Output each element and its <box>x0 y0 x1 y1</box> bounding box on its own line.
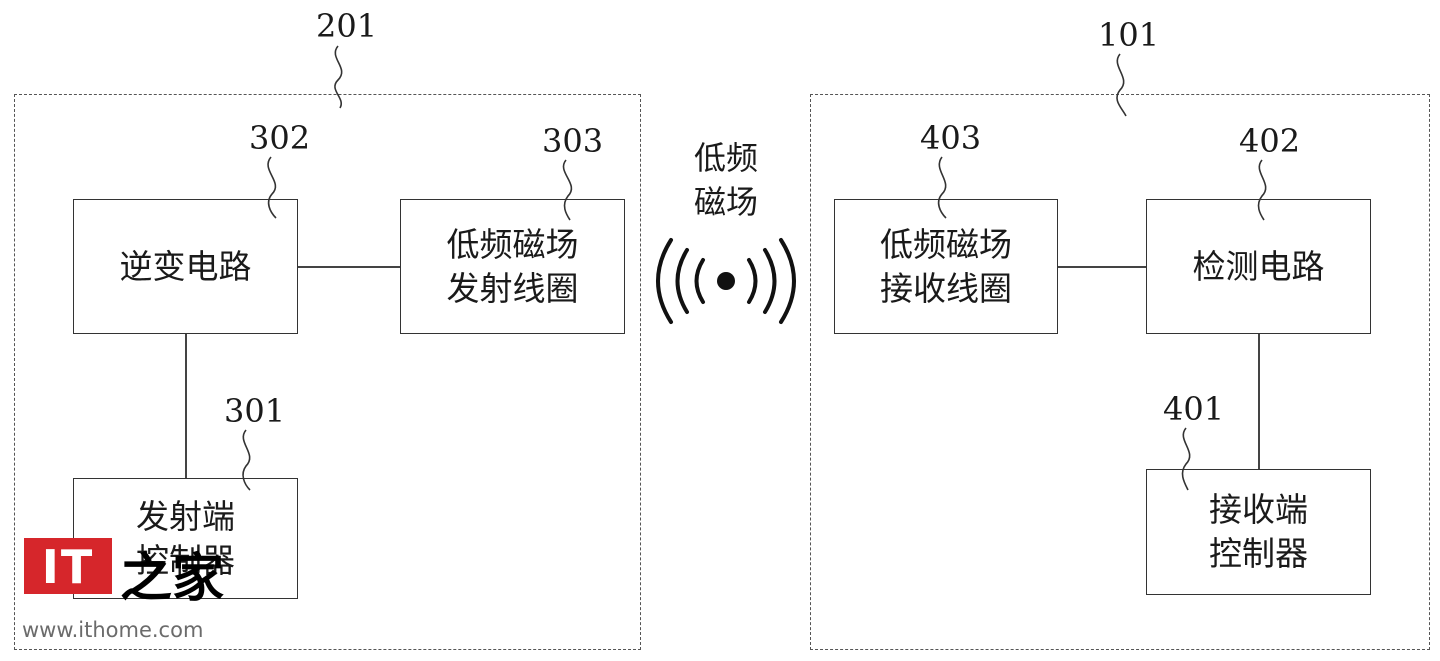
inverter-circuit-block: 逆变电路 <box>73 199 298 334</box>
wire-detector-controller <box>1258 333 1260 470</box>
ref-201: 201 <box>316 7 378 45</box>
detection-circuit-block: 检测电路 <box>1146 199 1371 334</box>
leader-101 <box>1116 53 1127 117</box>
transmit-coil-label-1: 低频磁场 <box>446 224 579 264</box>
leader-301 <box>242 429 251 491</box>
logo-ink-text: 之家 <box>120 548 225 609</box>
receiver-controller-label-2: 控制器 <box>1209 534 1308 573</box>
ref-101: 101 <box>1098 16 1160 54</box>
leader-402 <box>1257 159 1267 221</box>
receiver-controller-label-1: 接收端 <box>1209 490 1308 529</box>
ref-402: 402 <box>1239 122 1301 160</box>
inverter-label: 逆变电路 <box>119 246 252 286</box>
receive-coil-label-2: 接收线圈 <box>880 268 1012 308</box>
transmit-coil-label-2: 发射线圈 <box>446 268 579 308</box>
ithome-logo: IT <box>24 538 112 594</box>
receiver-controller-block: 接收端 控制器 <box>1146 469 1371 595</box>
ref-401: 401 <box>1163 390 1225 428</box>
ref-303: 303 <box>542 122 604 160</box>
logo-it-text: IT <box>41 540 95 594</box>
leader-401 <box>1181 427 1191 491</box>
ref-301: 301 <box>224 392 286 430</box>
leader-403 <box>937 156 947 219</box>
receiver-module <box>810 94 1430 650</box>
wire-inverter-coil <box>297 266 401 268</box>
wire-coil-detector <box>1057 266 1147 268</box>
detection-label: 检测电路 <box>1192 246 1325 286</box>
watermark-url: www.ithome.com <box>22 618 204 642</box>
magnetic-field-wave-icon <box>656 238 796 324</box>
leader-302 <box>267 156 277 219</box>
low-frequency-field-label: 低频 磁场 <box>686 136 766 224</box>
leader-201 <box>334 45 343 109</box>
receive-coil-label-1: 低频磁场 <box>880 224 1012 264</box>
transmitter-module <box>14 94 641 650</box>
leader-303 <box>562 159 573 221</box>
ref-403: 403 <box>920 119 982 157</box>
transmitter-controller-label-1: 发射端 <box>136 496 235 536</box>
transmitter-controller-label-2: 控制器 <box>136 540 235 580</box>
field-label-1: 低频 <box>693 139 758 177</box>
transmitter-controller-block: 发射端 控制器 <box>73 478 298 599</box>
transmit-coil-block: 低频磁场 发射线圈 <box>400 199 625 334</box>
field-label-2: 磁场 <box>693 183 758 221</box>
receive-coil-block: 低频磁场 接收线圈 <box>834 199 1058 334</box>
wire-inverter-controller <box>185 333 187 478</box>
ref-302: 302 <box>249 119 311 157</box>
